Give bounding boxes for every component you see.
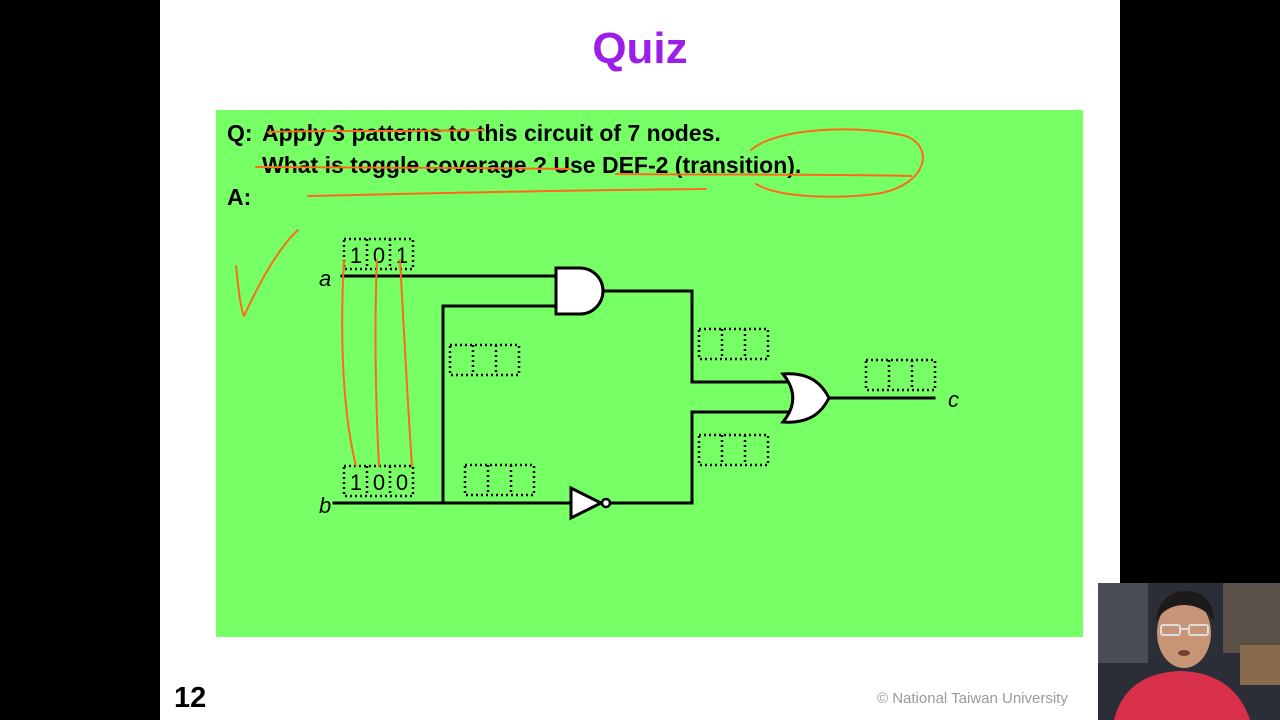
or-gate [780, 372, 831, 424]
node-c-label: c [948, 387, 959, 412]
presenter-webcam [1098, 583, 1280, 720]
pattern-a-bit-2: 0 [373, 243, 385, 268]
node-a-label: a [319, 266, 331, 291]
underline-def2 [615, 173, 912, 177]
slide-title: Quiz [592, 24, 688, 73]
node-b-label: b [319, 493, 331, 518]
question-prefix: Q: [227, 120, 253, 146]
wire-and-output [600, 289, 790, 384]
wire-b-branch [441, 304, 558, 505]
copyright: © National Taiwan University [877, 690, 1068, 707]
pattern-b-bit-3: 0 [396, 470, 408, 495]
pen-vertical-line-1 [341, 259, 357, 467]
presenter-image [1098, 583, 1280, 720]
pattern-a-bit-3: 1 [396, 243, 408, 268]
pattern-box-a [342, 237, 415, 271]
check-mark [235, 229, 299, 317]
pen-vertical-line-3 [399, 259, 413, 467]
slide: Quiz Q: Apply 3 patterns to this circuit… [160, 0, 1120, 720]
pen-vertical-line-2 [374, 259, 380, 467]
pattern-box-b [342, 464, 415, 498]
pattern-b-bit-1: 1 [350, 470, 362, 495]
pattern-b-bit-2: 0 [373, 470, 385, 495]
answer-prefix: A: [227, 184, 252, 210]
pattern-box-b-branch [448, 343, 521, 377]
quiz-box: Q: Apply 3 patterns to this circuit of 7… [216, 110, 1083, 637]
pattern-box-and-output [697, 327, 770, 361]
underline-toggle-coverage [255, 166, 572, 170]
wires [332, 274, 936, 505]
underline-answer [307, 188, 707, 197]
page-number: 12 [174, 682, 207, 714]
strike-through-annotation [267, 129, 485, 133]
question-line-1: Apply 3 patterns to this circuit of 7 no… [262, 120, 721, 146]
circuit-diagram: a b c [235, 128, 959, 521]
pattern-box-c [864, 358, 937, 392]
circle-transition [750, 128, 924, 198]
not-gate [569, 485, 612, 521]
pattern-box-not-input [463, 463, 536, 497]
pen-annotations [235, 128, 924, 467]
wire-not-output [609, 410, 790, 505]
pattern-a-bit-1: 1 [350, 243, 362, 268]
pattern-box-not-output [697, 433, 770, 467]
and-gate [554, 266, 605, 316]
